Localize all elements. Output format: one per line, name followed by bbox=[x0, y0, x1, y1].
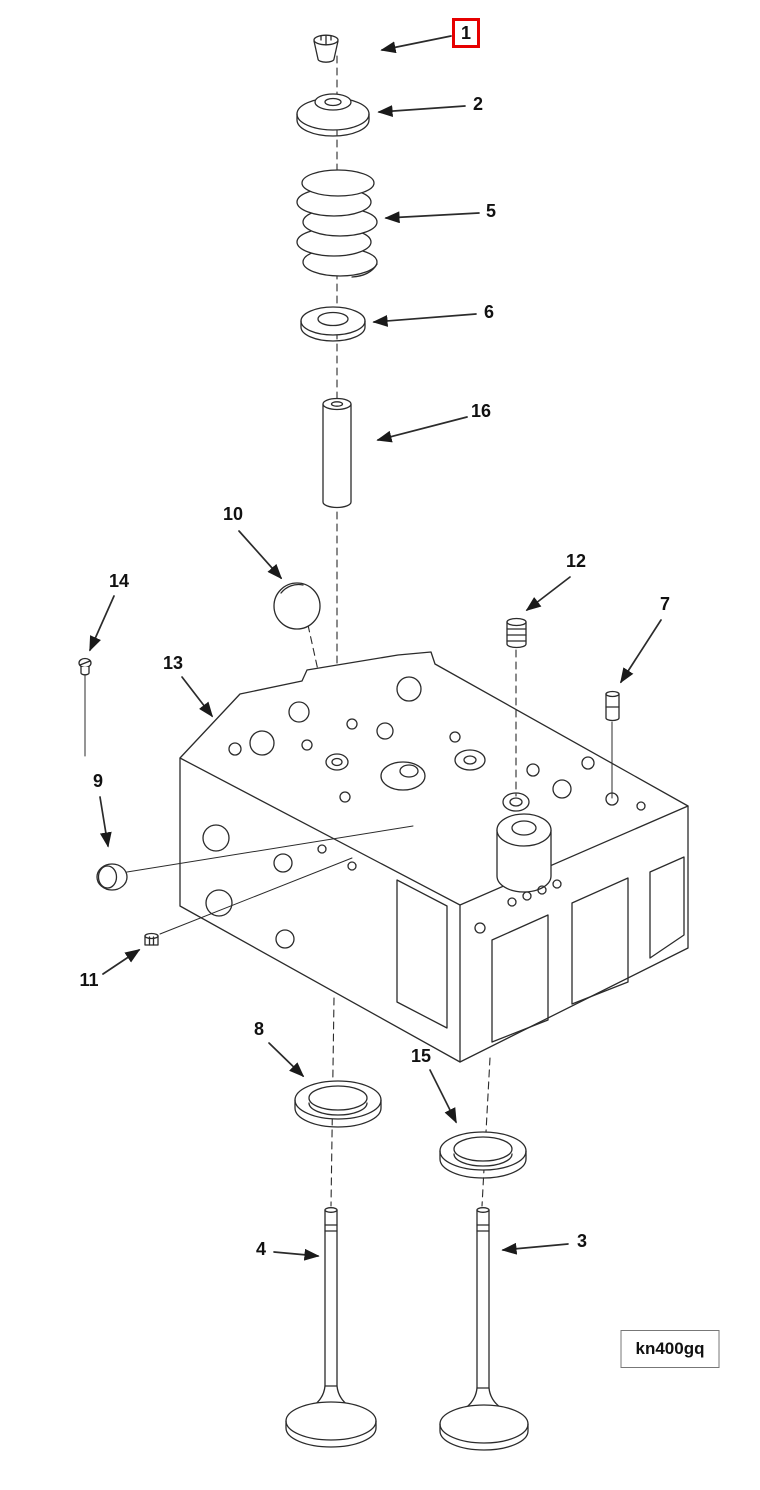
part-screw bbox=[78, 657, 92, 676]
part-valve-collet bbox=[313, 34, 339, 63]
callout-3[interactable]: 3 bbox=[576, 1231, 588, 1251]
part-valve-seat-insert-8 bbox=[294, 1080, 382, 1128]
part-threaded-plug bbox=[506, 617, 527, 649]
figure-code: kn400gq bbox=[620, 1330, 720, 1368]
callout-16[interactable]: 16 bbox=[470, 401, 492, 421]
callout-10[interactable]: 10 bbox=[222, 504, 244, 524]
part-dowel-pin bbox=[605, 690, 620, 722]
callout-8[interactable]: 8 bbox=[253, 1019, 265, 1039]
part-valve-spring bbox=[296, 169, 378, 278]
part-valve-seat-insert-15 bbox=[439, 1131, 527, 1179]
callout-4[interactable]: 4 bbox=[255, 1239, 267, 1259]
callout-13[interactable]: 13 bbox=[162, 653, 184, 673]
part-valve-spring-seat bbox=[300, 306, 366, 342]
callout-arrows bbox=[89, 35, 662, 1261]
callout-14[interactable]: 14 bbox=[108, 571, 130, 591]
callout-9[interactable]: 9 bbox=[92, 771, 104, 791]
part-valve-3 bbox=[439, 1207, 529, 1451]
part-ball-plug bbox=[273, 582, 321, 630]
callout-7[interactable]: 7 bbox=[659, 594, 671, 614]
callout-11[interactable]: 11 bbox=[79, 970, 99, 990]
callout-15[interactable]: 15 bbox=[410, 1046, 432, 1066]
part-pipe-plug bbox=[144, 932, 159, 946]
callout-1[interactable]: 1 bbox=[451, 18, 481, 48]
part-valve-guide bbox=[322, 397, 352, 509]
part-valve-spring-retainer bbox=[296, 93, 370, 137]
callout-12[interactable]: 12 bbox=[565, 551, 587, 571]
callout-6[interactable]: 6 bbox=[483, 302, 495, 322]
callout-2[interactable]: 2 bbox=[472, 94, 484, 114]
part-cup-plug bbox=[96, 863, 128, 891]
callout-5[interactable]: 5 bbox=[485, 201, 497, 221]
part-valve-4 bbox=[285, 1207, 377, 1448]
leader-lines bbox=[84, 649, 613, 1207]
part-cylinder-head bbox=[179, 651, 689, 1063]
